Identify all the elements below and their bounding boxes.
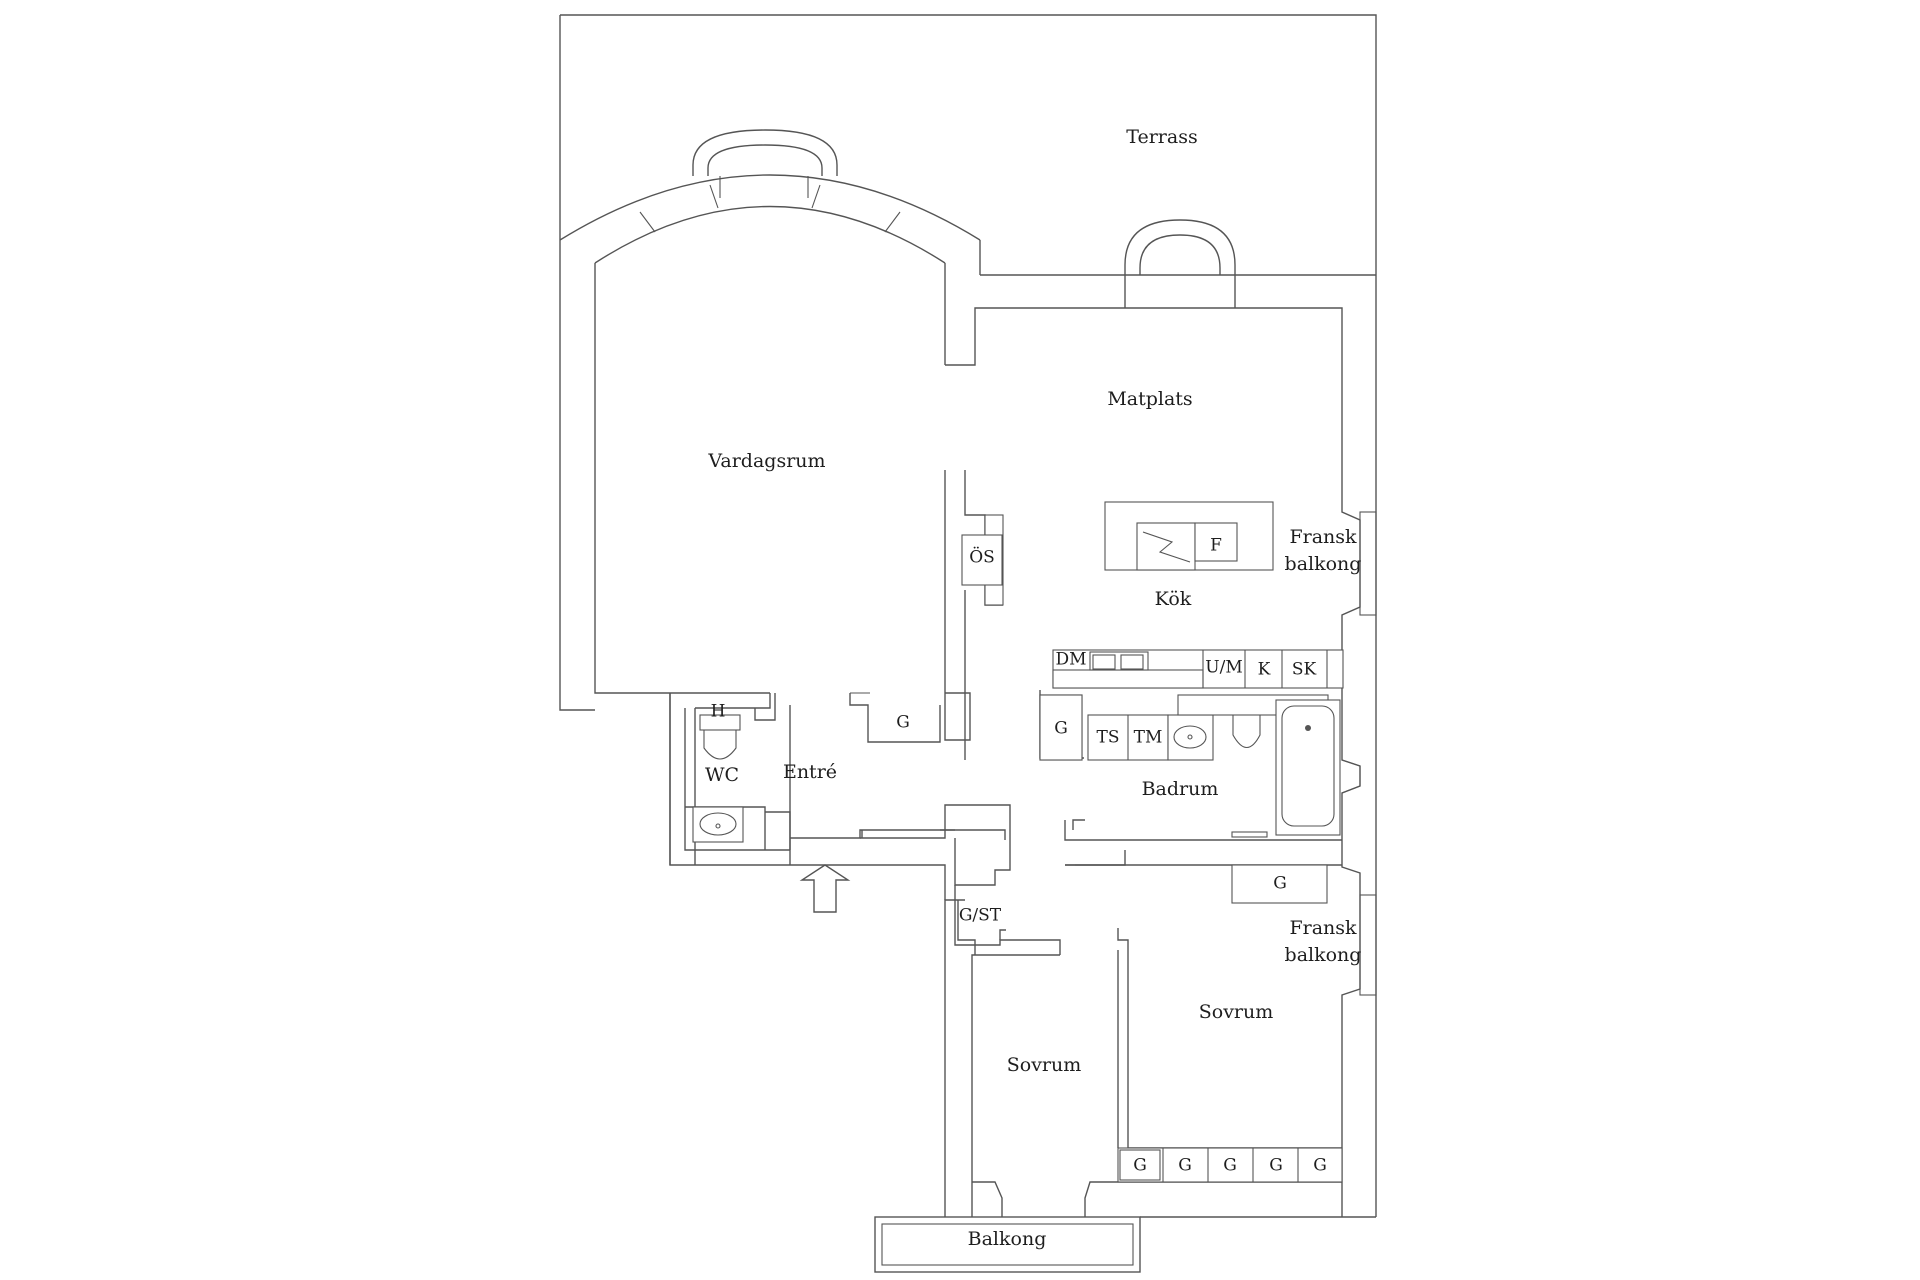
bedroom-wardrobes: [1117, 1147, 1343, 1183]
dryer-label: TS: [1097, 728, 1120, 748]
bedroom-right-label: Sovrum: [1199, 1001, 1274, 1023]
fireplace-label: ÖS: [969, 547, 995, 568]
bedroom-wardrobe-3-label: G: [1223, 1156, 1237, 1176]
fixture-labels: ÖS F DM U/M K SK TS TM H G/ST G G G G G …: [711, 536, 1327, 1176]
washer-label: TM: [1134, 728, 1163, 748]
entry-label: Entré: [783, 761, 837, 783]
wc-label: WC: [705, 764, 739, 786]
bedroom-wardrobe-5-label: G: [1313, 1156, 1327, 1176]
oven-microwave-label: U/M: [1205, 658, 1242, 678]
freezer-label: SK: [1292, 660, 1317, 680]
hall-wardrobe-label: G: [1273, 874, 1287, 894]
french-balcony-1-line1: Fransk: [1289, 526, 1357, 548]
bathroom-label: Badrum: [1142, 778, 1219, 800]
entry-wardrobe-label: G: [896, 713, 910, 733]
bath-cabinet-g: [1039, 694, 1083, 761]
french-balcony-2-line2: balkong: [1285, 944, 1362, 966]
french-balcony-2-line1: Fransk: [1289, 917, 1357, 939]
kitchen-counter: [1052, 649, 1344, 689]
kitchen-label: Kök: [1155, 588, 1192, 610]
dishwasher-label: DM: [1055, 650, 1086, 670]
wardrobe-storage-label: G/ST: [959, 906, 1002, 926]
bath-cabinet-label: G: [1054, 719, 1068, 739]
apartment-walls: [594, 263, 1377, 1273]
french-balcony-1-line2: balkong: [1285, 553, 1362, 575]
wc-fixtures: [692, 714, 744, 843]
entrance-arrow-icon: [799, 864, 851, 913]
entry-wardrobe: [849, 692, 941, 743]
fireplace: [961, 514, 1004, 606]
hall-wardrobe: [1231, 864, 1328, 904]
kitchen-island: [1104, 501, 1274, 571]
bathroom-fixtures: [1039, 694, 1361, 838]
bedroom-wardrobe-1-label: G: [1133, 1156, 1147, 1176]
hat-shelf-label: H: [711, 702, 726, 722]
room-labels: Terrass Matplats Vardagsrum Kök Entré WC…: [705, 126, 1362, 1250]
living-room-label: Vardagsrum: [707, 450, 825, 472]
terrace-label: Terrass: [1126, 126, 1197, 148]
fridge-label: K: [1258, 660, 1271, 680]
terrace-area: [559, 14, 1377, 711]
island-fridge-label: F: [1210, 536, 1222, 556]
dining-bay-window: [1124, 219, 1236, 308]
bedroom-wardrobe-4-label: G: [1269, 1156, 1283, 1176]
balcony-label: Balkong: [968, 1228, 1047, 1250]
bedroom-wardrobe-2-label: G: [1178, 1156, 1192, 1176]
dining-label: Matplats: [1107, 388, 1192, 410]
bedroom-left-label: Sovrum: [1007, 1054, 1082, 1076]
living-room-bay: [559, 129, 981, 365]
